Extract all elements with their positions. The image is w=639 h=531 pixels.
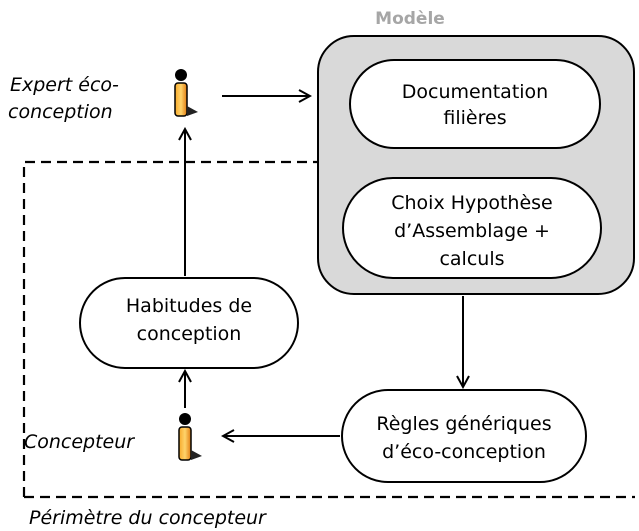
choix-hypothese-node[interactable] (342, 177, 602, 279)
concepteur-person-icon (178, 413, 202, 461)
expert-person-icon (174, 69, 198, 117)
habitudes-node[interactable] (79, 277, 299, 369)
habitudes-label-line1: Habitudes de (126, 295, 252, 317)
regles-node[interactable] (341, 389, 587, 483)
regles-label-line2: d’éco-conception (382, 441, 546, 463)
regles-label-line1: Règles génériques (376, 413, 551, 435)
documentation-label-line1: Documentation (402, 81, 548, 103)
choix-label-line3: calculs (439, 248, 504, 270)
expert-label-line2: conception (8, 101, 113, 123)
choix-label-line2: d’Assemblage + (394, 220, 550, 242)
choix-label-line1: Choix Hypothèse (391, 192, 552, 214)
expert-label-line1: Expert éco- (10, 74, 119, 96)
documentation-node[interactable] (349, 59, 601, 149)
habitudes-label-line2: conception (137, 323, 242, 345)
concepteur-label: Concepteur (24, 431, 135, 453)
model-title: Modèle (375, 9, 445, 29)
perimeter-label: Périmètre du concepteur (29, 507, 267, 529)
documentation-label-line2: filières (443, 107, 506, 129)
